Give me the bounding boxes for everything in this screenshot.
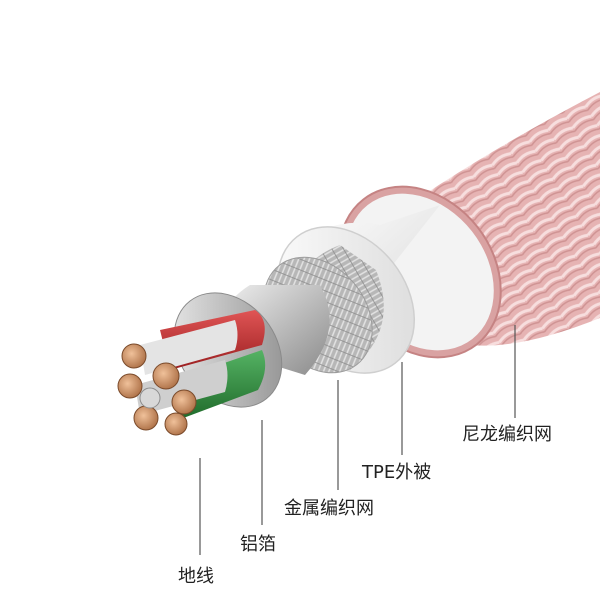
aluminum-foil-label: 铝箔 — [240, 534, 276, 555]
copper-conductor-ends — [117, 343, 197, 436]
callout-lines — [199, 325, 516, 555]
nylon-braid-label: 尼龙编织网 — [462, 424, 552, 445]
ground-wire-label: 地线 — [178, 566, 214, 587]
white-wire — [140, 320, 238, 375]
metal-braid-label: 金属编织网 — [284, 498, 374, 519]
tpe-jacket-label: TPE外被 — [362, 462, 432, 483]
inner-wires — [117, 310, 266, 436]
